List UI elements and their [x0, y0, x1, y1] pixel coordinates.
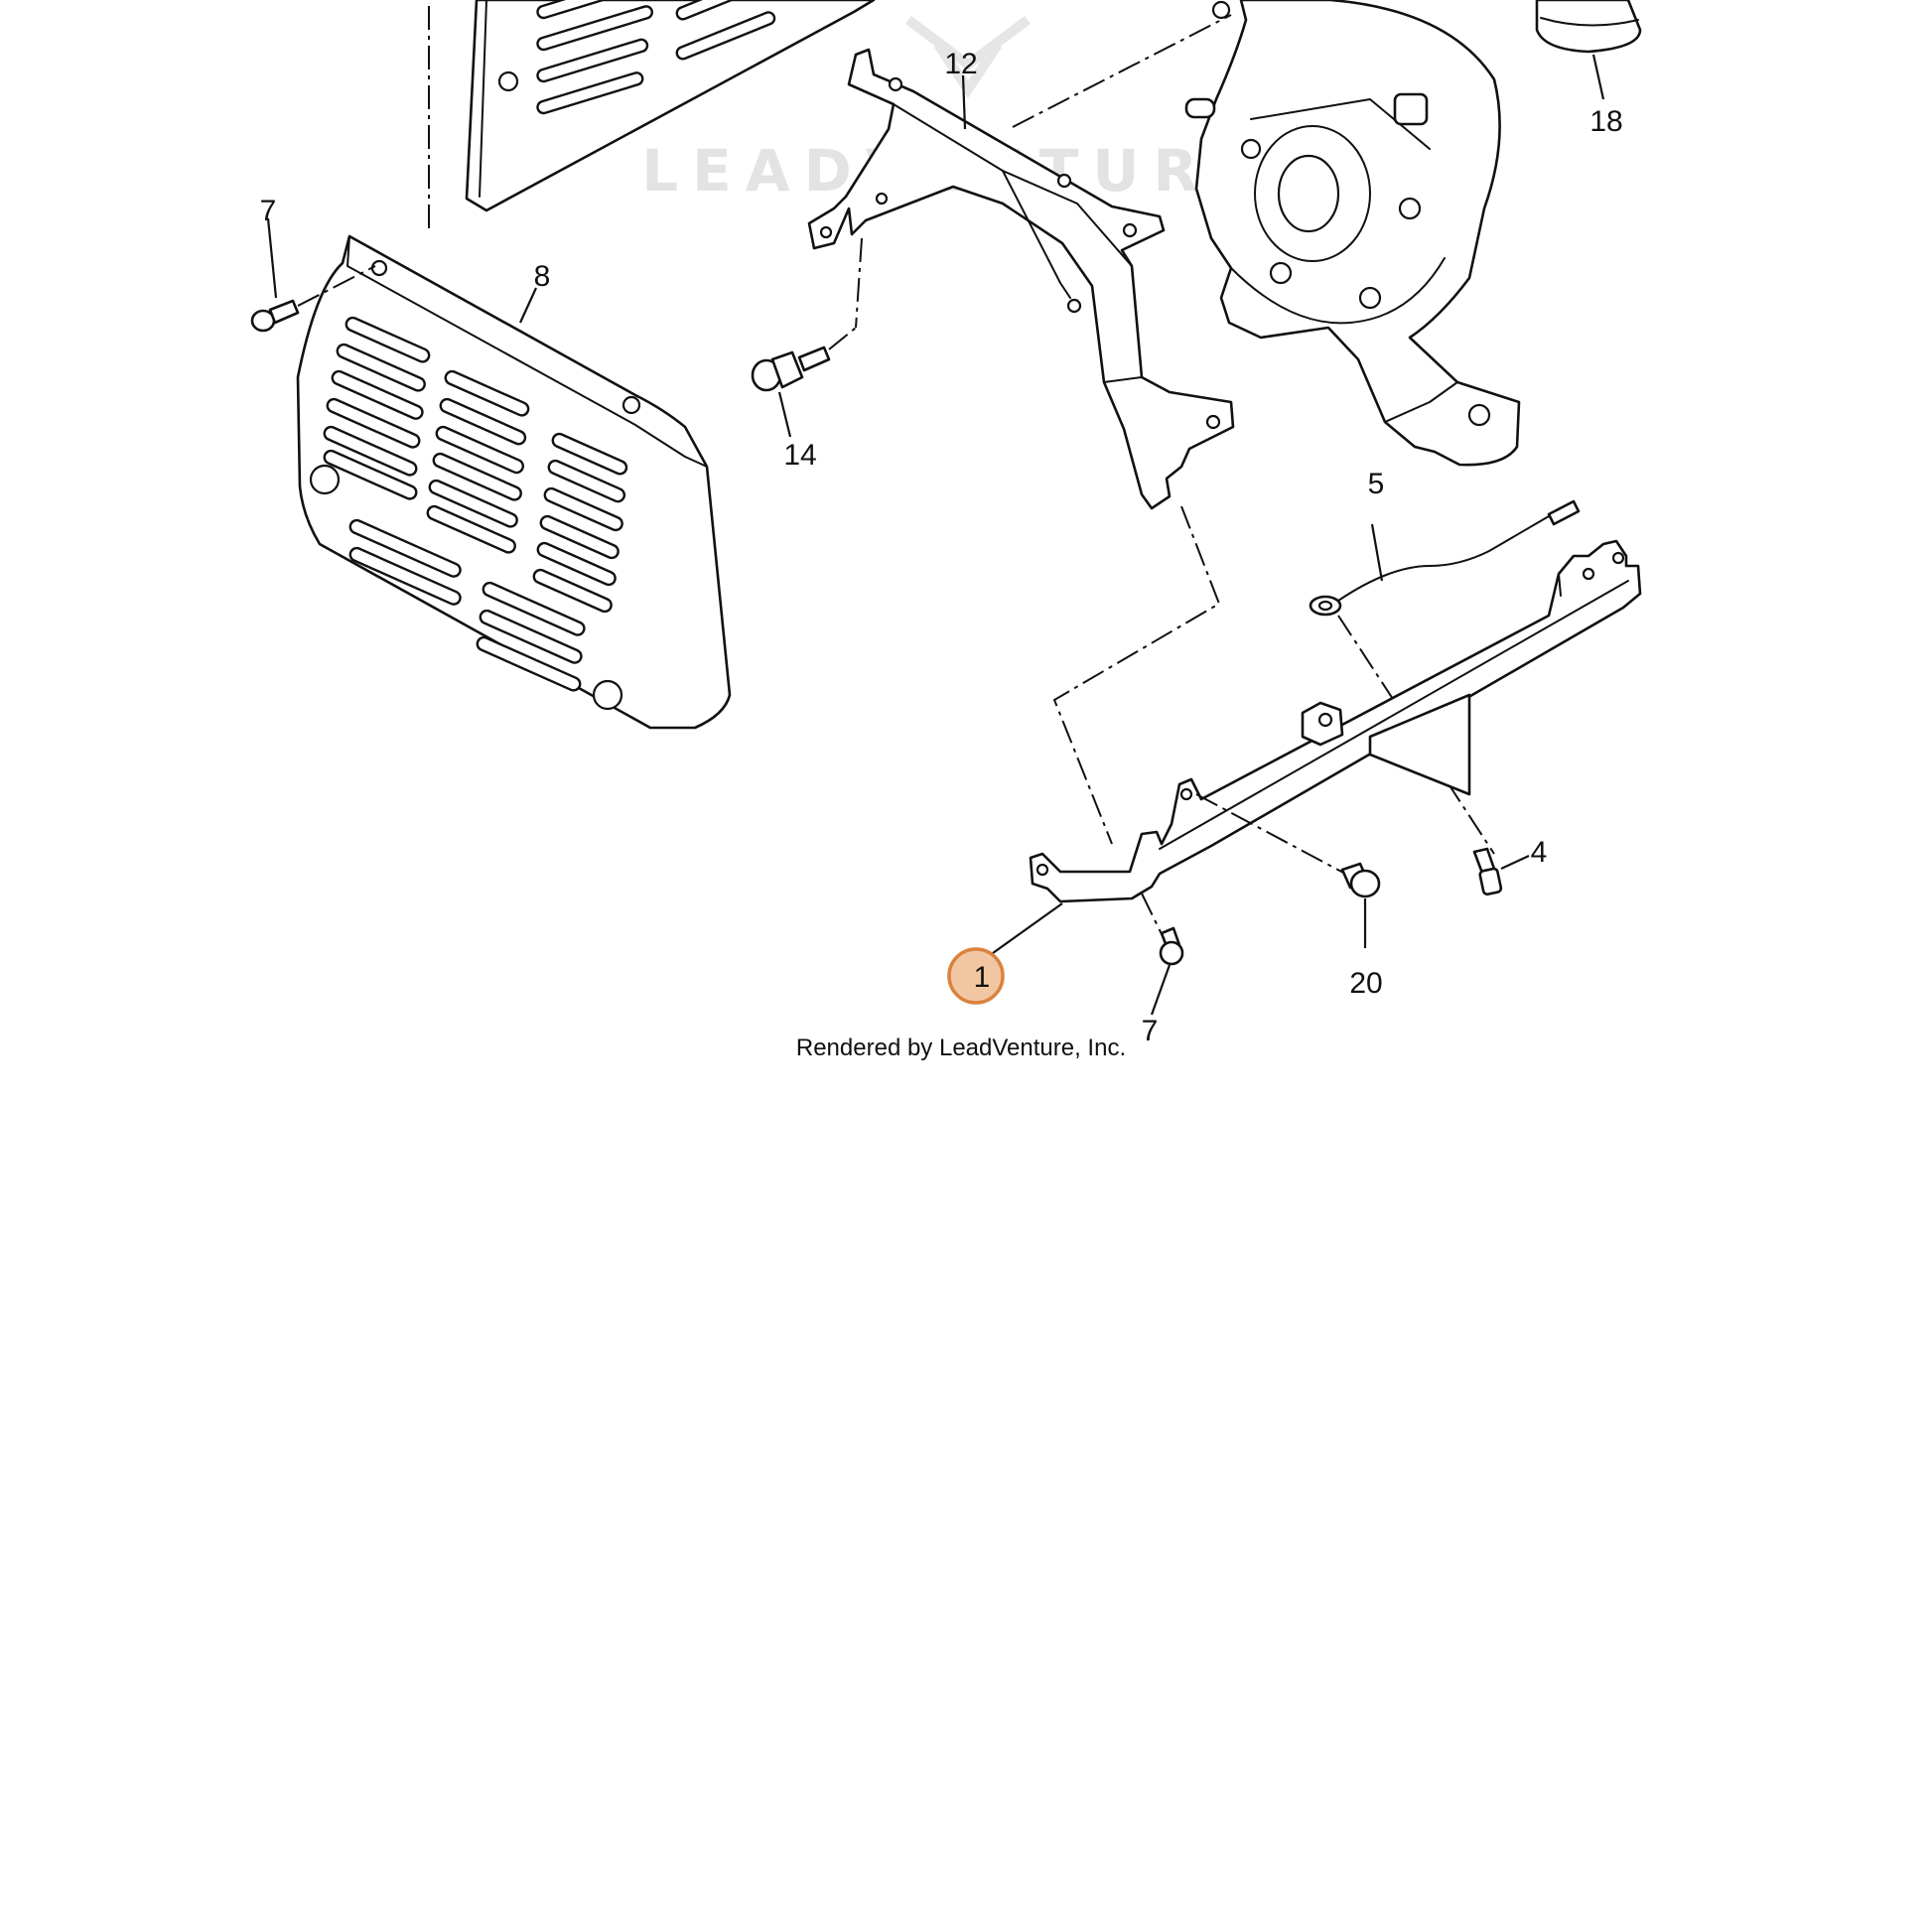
- leader-7-bottom: [1150, 964, 1172, 1016]
- callout-5[interactable]: 5: [1368, 468, 1385, 500]
- part-rear-panel: [465, 0, 876, 212]
- part-bolt-20: [1340, 862, 1381, 898]
- watermark-logo-inner-icon: [933, 42, 1003, 99]
- callout-12[interactable]: 12: [944, 48, 977, 80]
- callout-1[interactable]: 1: [974, 961, 991, 994]
- callout-14[interactable]: 14: [783, 439, 816, 472]
- part-engine-housing: [1184, 0, 1521, 467]
- leader-1: [992, 902, 1063, 954]
- leader-14: [777, 391, 792, 438]
- watermark-logo-icon: [905, 16, 1031, 71]
- part-bolt-14: [751, 345, 831, 392]
- dashline-bracket-to-frame: [1052, 505, 1221, 845]
- callout-18[interactable]: 18: [1589, 105, 1622, 138]
- part-screw-7-left: [250, 299, 300, 333]
- callout-8[interactable]: 8: [534, 260, 551, 293]
- part-base-frame-1: [1029, 539, 1642, 903]
- leader-18: [1591, 54, 1605, 100]
- leader-12: [961, 74, 967, 130]
- dashline-screw-7-left: [297, 265, 376, 307]
- dashline-bolt-14: [828, 327, 857, 350]
- part-grille-cover: [296, 234, 732, 730]
- callout-4[interactable]: 4: [1531, 836, 1548, 869]
- part-bracket-12: [807, 48, 1235, 510]
- dashline-frame-to-7: [1141, 893, 1165, 939]
- part-screw-4: [1472, 847, 1503, 897]
- leader-7-left: [266, 217, 278, 299]
- callout-1-highlight[interactable]: [947, 947, 1005, 1005]
- dashline-bracket-top: [1012, 14, 1232, 128]
- callout-7-bottom[interactable]: 7: [1142, 1015, 1159, 1047]
- leader-5: [1370, 523, 1384, 582]
- part-cap-18: [1535, 0, 1642, 54]
- leader-8: [518, 287, 538, 324]
- callout-20[interactable]: 20: [1349, 967, 1382, 1000]
- part-screw-7-bottom: [1159, 926, 1184, 966]
- render-credit: Rendered by LeadVenture, Inc.: [796, 1035, 1126, 1061]
- leader-4: [1500, 855, 1530, 870]
- dashline-frame-to-20: [1195, 793, 1346, 875]
- part-wire-lead-5: [1309, 499, 1581, 617]
- callout-7-left[interactable]: 7: [260, 195, 277, 227]
- dashline-bracket-left: [855, 237, 863, 329]
